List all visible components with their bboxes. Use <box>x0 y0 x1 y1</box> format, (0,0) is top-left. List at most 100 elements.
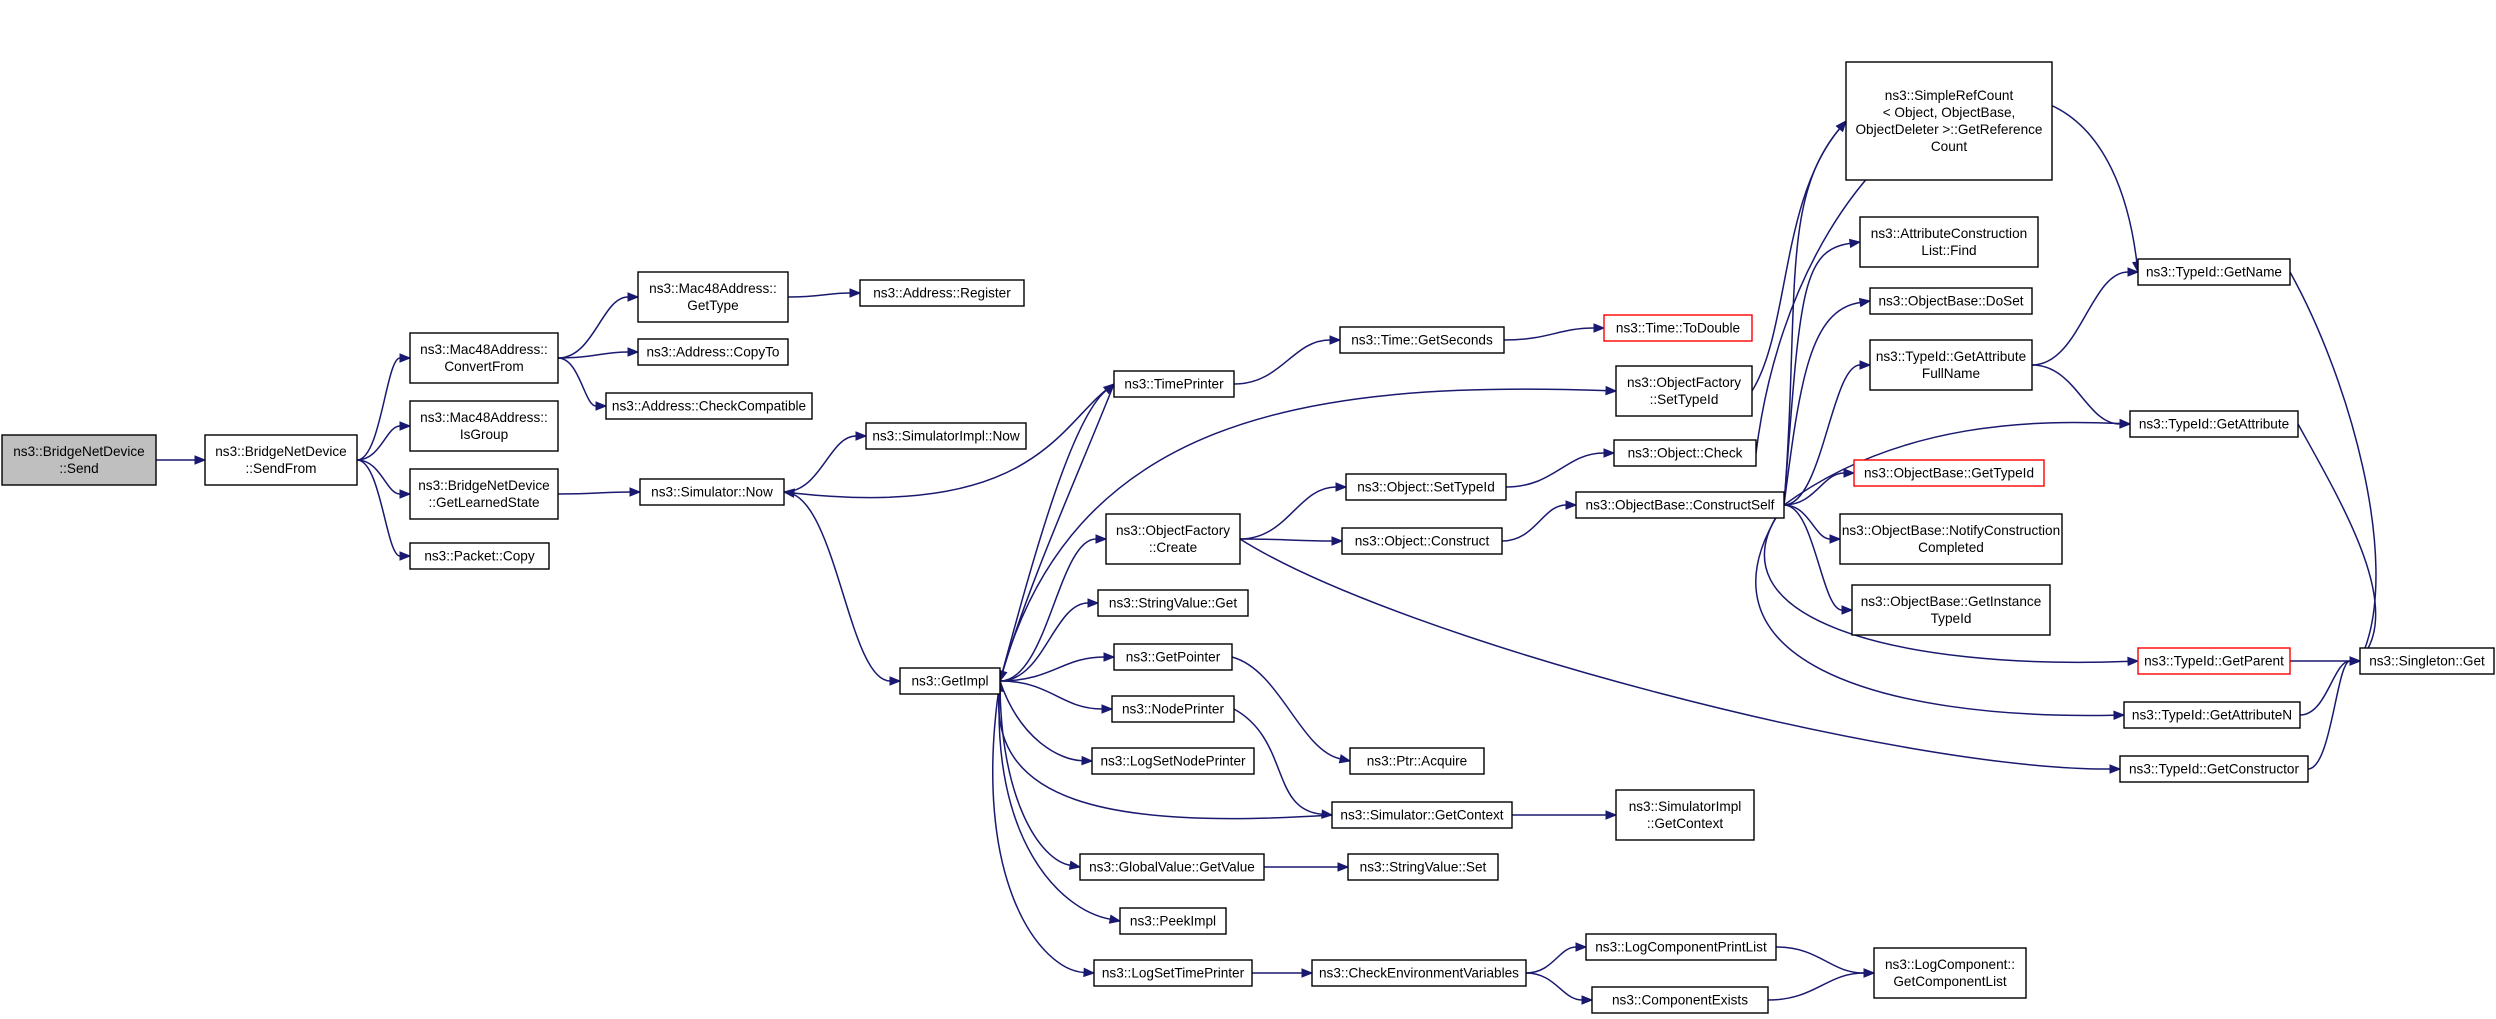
function-node-box <box>1869 339 2033 391</box>
call-edge-getimpl-to-gvgetvalue <box>999 680 1071 867</box>
function-node-obgettypeid[interactable]: ns3::ObjectBase::GetTypeId <box>1853 459 2045 487</box>
function-node-label: ns3::AttributeConstruction <box>1871 226 2027 241</box>
function-node-obnotify[interactable]: ns3::ObjectBase::NotifyConstructionCompl… <box>1839 513 2063 565</box>
function-node-box <box>1097 589 1249 617</box>
function-node-box <box>409 468 559 520</box>
function-node-simplerefcount[interactable]: ns3::SimpleRefCount< Object, ObjectBase,… <box>1845 61 2053 181</box>
function-node-getseconds[interactable]: ns3::Time::GetSeconds <box>1339 326 1505 354</box>
function-node-box <box>2359 647 2495 675</box>
call-edge-getimpl-to-nodeprinter <box>999 680 1103 710</box>
function-node-label: FullName <box>1922 366 1980 381</box>
function-node-gvgetvalue[interactable]: ns3::GlobalValue::GetValue <box>1079 853 1265 881</box>
function-node-tidgetctor[interactable]: ns3::TypeId::GetConstructor <box>2119 755 2309 783</box>
function-node-box <box>1845 61 2053 181</box>
call-edge-arrowhead <box>627 347 640 357</box>
function-node-simnow[interactable]: ns3::Simulator::Now <box>639 478 785 506</box>
call-edge-obconstructself-to-obdoset <box>1783 301 1861 506</box>
function-node-ptracquire[interactable]: ns3::Ptr::Acquire <box>1349 747 1485 775</box>
function-node-label: ns3::ObjectBase::GetInstance <box>1861 594 2042 609</box>
function-node-logsettime[interactable]: ns3::LogSetTimePrinter <box>1093 959 1253 987</box>
call-edge-arrowhead <box>889 676 902 686</box>
function-node-box <box>1119 907 1227 935</box>
function-node-tidgetname[interactable]: ns3::TypeId::GetName <box>2137 258 2291 286</box>
function-node-tidgetattr[interactable]: ns3::TypeId::GetAttribute <box>2129 410 2299 438</box>
function-node-box <box>204 434 358 486</box>
function-node-label: ::Send <box>59 461 98 476</box>
function-node-pktcopy[interactable]: ns3::Packet::Copy <box>409 542 550 570</box>
function-node-compexists[interactable]: ns3::ComponentExists <box>1591 986 1769 1014</box>
function-node-label: GetComponentList <box>1893 974 2007 989</box>
call-edge-obconstructself-to-obgetinstance <box>1783 504 1843 611</box>
function-node-label: Count <box>1931 139 1967 154</box>
function-node-sendfrom[interactable]: ns3::BridgeNetDevice::SendFrom <box>204 434 358 486</box>
function-node-lcprintlist[interactable]: ns3::LogComponentPrintList <box>1585 933 1777 961</box>
function-node-simgetctx[interactable]: ns3::Simulator::GetContext <box>1331 801 1513 829</box>
call-edge-checkenv-to-compexists <box>1525 972 1583 1001</box>
call-edge-arrowhead <box>1575 942 1588 952</box>
function-node-getpointer[interactable]: ns3::GetPointer <box>1113 643 1233 671</box>
function-node-obconstructself[interactable]: ns3::ObjectBase::ConstructSelf <box>1575 491 1785 519</box>
call-edge-tidgetattrfull-to-tidgetattr <box>2031 364 2121 425</box>
function-node-box <box>605 392 813 420</box>
call-edge-arrowhead <box>2349 656 2362 666</box>
call-edge-objsettypeid-to-objcheck <box>1505 452 1605 488</box>
function-node-singleton[interactable]: ns3::Singleton::Get <box>2359 647 2495 675</box>
function-node-box <box>1585 933 1777 961</box>
call-edge-getseconds-to-todouble <box>1503 327 1595 341</box>
function-node-acopyto[interactable]: ns3::Address::CopyTo <box>637 338 789 366</box>
function-node-todouble[interactable]: ns3::Time::ToDouble <box>1603 314 1753 342</box>
function-node-label: ConvertFrom <box>444 359 523 374</box>
function-node-implgetctx[interactable]: ns3::SimulatorImpl::GetContext <box>1615 789 1755 841</box>
function-node-label: ns3::LogSetNodePrinter <box>1100 754 1246 769</box>
call-edge-arrowhead <box>1841 605 1854 615</box>
function-node-label: List::Find <box>1921 243 1976 258</box>
call-edge-getimpl-to-ofcreate <box>999 538 1097 682</box>
function-node-objcheck[interactable]: ns3::Object::Check <box>1613 439 1757 467</box>
function-node-mgettype[interactable]: ns3::Mac48Address::GetType <box>637 271 789 323</box>
function-node-convertfrom[interactable]: ns3::Mac48Address::ConvertFrom <box>409 332 559 384</box>
call-edge-arrowhead <box>1338 754 1352 764</box>
function-node-acheck[interactable]: ns3::Address::CheckCompatible <box>605 392 813 420</box>
function-node-aregister[interactable]: ns3::Address::Register <box>859 279 1025 307</box>
function-node-getimpl[interactable]: ns3::GetImpl <box>899 667 1001 695</box>
call-edge-mgettype-to-aregister <box>787 292 851 298</box>
function-node-label: ns3::Simulator::GetContext <box>1340 808 1503 823</box>
function-node-timeprinter[interactable]: ns3::TimePrinter <box>1113 370 1235 398</box>
function-node-checkenv[interactable]: ns3::CheckEnvironmentVariables <box>1311 959 1527 987</box>
function-node-ofsettypeid[interactable]: ns3::ObjectFactory::SetTypeId <box>1615 365 1753 417</box>
function-node-box <box>899 667 1001 695</box>
function-node-strget[interactable]: ns3::StringValue::Get <box>1097 589 1249 617</box>
function-node-obdoset[interactable]: ns3::ObjectBase::DoSet <box>1869 287 2033 315</box>
call-edge-arrowhead <box>1083 967 1096 978</box>
function-node-tidgetparent[interactable]: ns3::TypeId::GetParent <box>2137 647 2291 675</box>
function-node-box <box>409 400 559 452</box>
function-node-logsetnode[interactable]: ns3::LogSetNodePrinter <box>1091 747 1255 775</box>
function-node-objsettypeid[interactable]: ns3::Object::SetTypeId <box>1345 473 1507 501</box>
function-node-objconstruct[interactable]: ns3::Object::Construct <box>1341 527 1503 555</box>
function-node-implnow[interactable]: ns3::SimulatorImpl::Now <box>865 422 1027 450</box>
call-edge-arrowhead <box>1835 119 1847 133</box>
function-node-tidgetattrn[interactable]: ns3::TypeId::GetAttributeN <box>2123 701 2301 729</box>
function-node-lcgetlist[interactable]: ns3::LogComponent::GetComponentList <box>1873 947 2027 999</box>
call-edge-objconstruct-to-obconstructself <box>1501 504 1567 542</box>
function-node-isgroup[interactable]: ns3::Mac48Address::IsGroup <box>409 400 559 452</box>
function-node-peekimpl[interactable]: ns3::PeekImpl <box>1119 907 1227 935</box>
function-node-strset[interactable]: ns3::StringValue::Set <box>1347 853 1499 881</box>
call-edge-convertfrom-to-acopyto <box>557 351 629 359</box>
function-node-box <box>1113 370 1235 398</box>
function-node-label: ns3::Mac48Address:: <box>420 410 548 425</box>
function-node-box <box>409 542 550 570</box>
call-edge-getpointer-to-ptracquire <box>1231 656 1341 760</box>
function-node-getlearned[interactable]: ns3::BridgeNetDevice::GetLearnedState <box>409 468 559 520</box>
function-node-label: ns3::Address::CopyTo <box>647 345 780 360</box>
function-node-label: ns3::ObjectFactory <box>1627 375 1741 390</box>
call-edge-timeprinter-to-getimpl <box>1002 383 1115 672</box>
function-node-nodeprinter[interactable]: ns3::NodePrinter <box>1111 695 1235 723</box>
function-node-send[interactable]: ns3::BridgeNetDevice::Send <box>1 434 157 486</box>
function-node-label: TypeId <box>1931 611 1972 626</box>
function-node-ofcreate[interactable]: ns3::ObjectFactory::Create <box>1105 513 1241 565</box>
call-edge-arrowhead <box>629 487 642 497</box>
